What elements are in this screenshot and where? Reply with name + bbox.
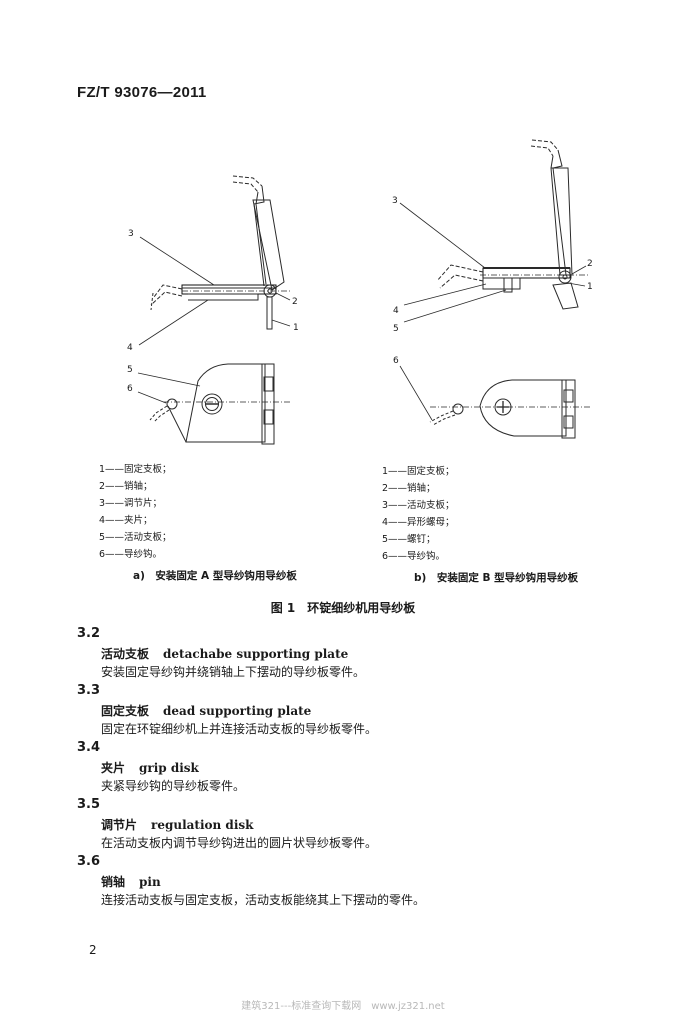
legend-item: 1——固定支板； [99,464,172,475]
clause-definition: 安装固定导纱钩并绕销轴上下摆动的导纱板零件。 [101,665,366,679]
clause-definition: 连接活动支板与固定支板，活动支板能绕其上下摆动的零件。 [101,893,426,907]
panel-a-side-view [138,175,292,346]
clause-term: 活动支板 detachabe supporting plate [101,645,348,662]
legend-item: 6——导纱钩。 [382,551,446,562]
clause-term: 固定支板 dead supporting plate [101,702,311,719]
clause-definition: 固定在环锭细纱机上并连接活动支板的导纱板零件。 [101,722,378,736]
callout-a-5: 5 [127,365,133,375]
panel-b-side-view [399,139,588,323]
callout-b-5: 5 [393,324,399,334]
clause-term: 夹片 grip disk [101,759,199,776]
callout-b-2: 2 [587,259,593,269]
clause-number: 3.6 [77,854,101,869]
legend-item: 2——销轴； [382,483,436,494]
watermark: 建筑321---标准查询下载网 www.jz321.net [241,1001,445,1012]
clause-term: 销轴 pin [101,873,161,890]
callout-a-4: 4 [127,343,133,353]
callout-b-3: 3 [392,196,398,206]
page-number: 2 [89,943,97,957]
figure-1-drawing: 3 2 1 4 5 6 [127,139,593,445]
legend-item: 5——螺钉； [382,534,436,545]
legend-item: 3——调节片； [99,498,163,509]
term-english: grip disk [139,761,199,775]
caption-panel-a: a) 安装固定 A 型导纱钩用导纱板 [133,570,297,582]
standard-code: FZ/T 93076—2011 [77,84,207,101]
term-chinese: 销轴 [101,875,126,889]
term-chinese: 调节片 [101,818,138,832]
figure-title: 图 1 环锭细纱机用导纱板 [270,601,416,615]
term-chinese: 固定支板 [101,704,150,718]
panel-b-plan-view [399,365,590,439]
legend-item: 3——活动支板； [382,500,455,511]
clause-number: 3.3 [77,683,101,698]
term-chinese: 活动支板 [101,647,150,661]
clause-definition: 在活动支板内调节导纱钩进出的圆片状导纱板零件。 [101,836,378,850]
legend-item: 4——夹片； [99,515,153,526]
callout-a-6: 6 [127,384,133,394]
callout-b-1: 1 [587,282,593,292]
callout-a-1: 1 [293,323,299,333]
term-english: pin [139,875,161,889]
legend-panel-b: 1——固定支板； 2——销轴； 3——活动支板； 4——异形螺母； 5——螺钉；… [382,463,455,565]
term-chinese: 夹片 [101,761,126,775]
panel-a-plan-view [137,363,292,445]
term-english: dead supporting plate [163,704,312,718]
clause-number: 3.4 [77,740,101,755]
legend-item: 6——导纱钩。 [99,549,163,560]
clause-term: 调节片 regulation disk [101,816,253,833]
legend-panel-a: 1——固定支板； 2——销轴； 3——调节片； 4——夹片； 5——活动支板； … [99,461,172,563]
legend-item: 1——固定支板； [382,466,455,477]
clause-number: 3.2 [77,626,101,641]
caption-panel-b: b) 安装固定 B 型导纱钩用导纱板 [414,572,579,584]
clause-number: 3.5 [77,797,101,812]
callout-a-3: 3 [128,229,134,239]
term-english: detachabe supporting plate [163,647,349,661]
callout-b-6: 6 [393,356,399,366]
clause-definition: 夹紧导纱钩的导纱板零件。 [101,779,246,793]
legend-item: 5——活动支板； [99,532,172,543]
callout-a-2: 2 [292,297,298,307]
legend-item: 2——销轴； [99,481,153,492]
legend-item: 4——异形螺母； [382,517,455,528]
term-english: regulation disk [151,818,254,832]
callout-b-4: 4 [393,306,399,316]
